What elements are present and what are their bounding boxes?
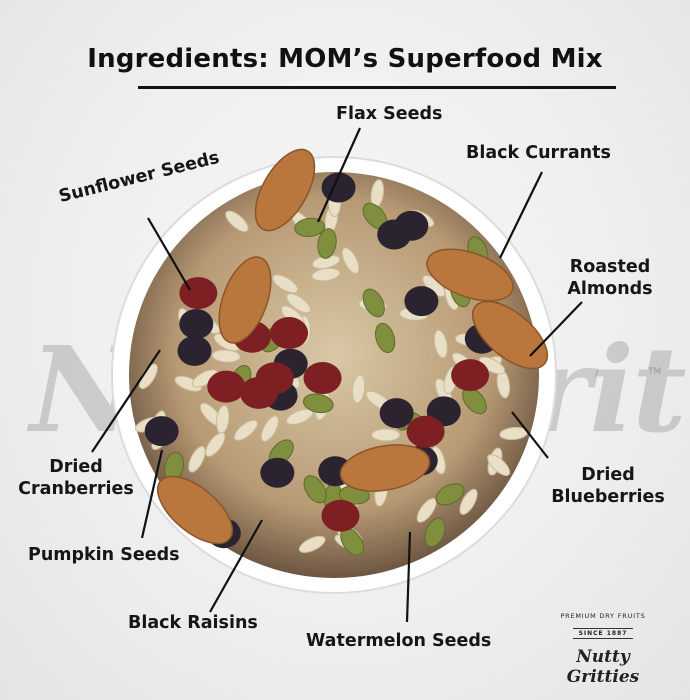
sunflower-seed — [478, 356, 506, 375]
pumpkin-seed — [303, 475, 327, 504]
raisin — [379, 398, 414, 429]
label-roasted-almonds-line2: Almonds — [567, 279, 653, 299]
raisin — [177, 335, 212, 366]
sunflower-seed — [260, 415, 279, 442]
raisin — [260, 457, 295, 488]
almond — [426, 248, 514, 302]
label-watermelon-seeds: Watermelon Seeds — [306, 631, 492, 651]
logo-since: SINCE 1887 — [572, 628, 634, 639]
sunflower-seed — [233, 419, 258, 441]
label-dried-cranberries-line1: Dried — [49, 457, 103, 477]
label-dried-cranberries-line2: Cranberries — [18, 479, 134, 499]
brand-logo: PREMIUM DRY FRUITS SINCE 1887 Nutty Grit… — [548, 612, 658, 687]
sunflower-seed — [416, 497, 437, 523]
pumpkin-seed — [362, 288, 385, 318]
title-underline — [138, 86, 616, 89]
cranberry — [207, 370, 246, 403]
sunflower-seed — [285, 408, 314, 425]
raisin — [377, 219, 412, 250]
pumpkin-seed — [317, 228, 337, 259]
sunflower-seed — [188, 445, 206, 473]
pumpkin-seed — [294, 217, 326, 238]
sunflower-seed — [371, 428, 401, 442]
cranberry — [255, 362, 294, 395]
almond — [339, 444, 431, 492]
sunflower-seed — [174, 375, 202, 392]
sunflower-seed — [341, 247, 360, 274]
sunflower-seed — [225, 210, 249, 233]
sunflower-seed — [298, 535, 326, 553]
label-dried-cranberries: Dried Cranberries — [12, 456, 140, 500]
almond — [156, 475, 234, 545]
cranberry — [406, 415, 445, 448]
sunflower-seed — [286, 293, 311, 314]
trademark-mark: TM — [648, 367, 662, 377]
label-roasted-almonds: Roasted Almonds — [556, 256, 664, 300]
cranberry — [179, 277, 218, 310]
label-dried-blueberries-line1: Dried — [581, 465, 635, 485]
label-roasted-almonds-line1: Roasted — [569, 257, 651, 277]
label-pumpkin-seeds: Pumpkin Seeds — [28, 545, 180, 565]
raisin — [144, 416, 179, 447]
sunflower-seed — [351, 374, 366, 404]
label-black-raisins: Black Raisins — [128, 613, 258, 633]
pumpkin-seed — [302, 393, 334, 414]
raisin — [179, 309, 214, 340]
sunflower-seed — [459, 488, 478, 515]
cranberry — [270, 317, 309, 350]
label-flax-seeds: Flax Seeds — [336, 104, 443, 124]
label-black-currants: Black Currants — [466, 143, 611, 163]
mix-pieces — [134, 148, 549, 556]
logo-tagline: PREMIUM DRY FRUITS — [560, 612, 646, 620]
pumpkin-seed — [374, 322, 396, 354]
sunflower-seed — [211, 349, 241, 363]
raisin — [404, 286, 439, 317]
logo-brand-name: Nutty Gritties — [566, 647, 640, 687]
pumpkin-seed — [424, 517, 446, 548]
sunflower-seed — [205, 432, 226, 457]
label-dried-blueberries-line2: Blueberries — [551, 487, 665, 507]
cranberry — [303, 362, 342, 395]
sunflower-seed — [433, 329, 448, 359]
page-title: Ingredients: MOM’s Superfood Mix — [87, 44, 603, 74]
pointer-lines — [91, 127, 583, 623]
sunflower-seed — [272, 274, 299, 294]
cranberry — [451, 359, 490, 392]
cranberry — [321, 499, 360, 532]
sunflower-seed — [487, 454, 511, 477]
label-dried-blueberries: Dried Blueberries — [542, 464, 674, 508]
almond — [218, 256, 272, 344]
pumpkin-seed — [435, 483, 465, 506]
almond — [254, 148, 316, 232]
almond — [471, 300, 549, 370]
